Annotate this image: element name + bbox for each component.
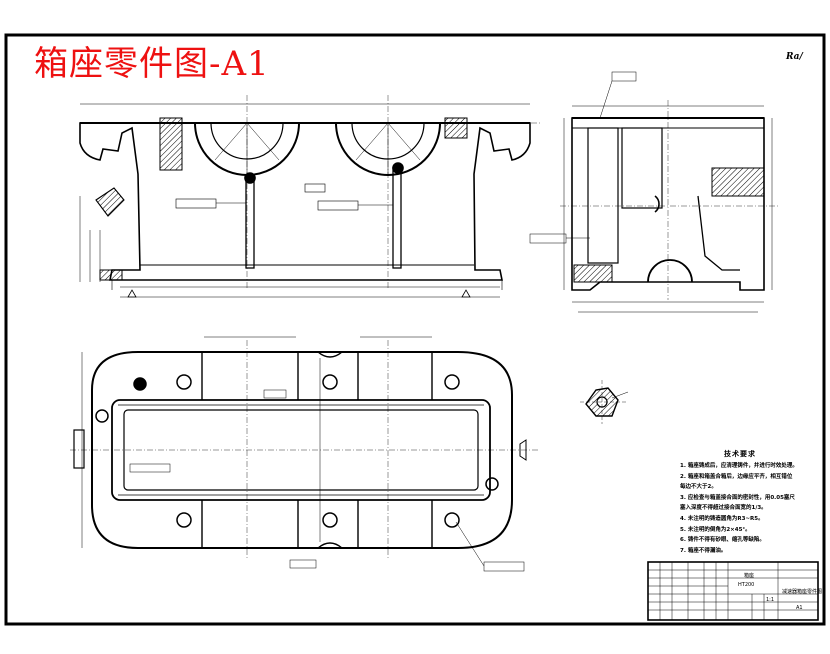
detail-view <box>580 380 629 424</box>
tech-requirement: 5. 未注明的倒角为2×45°。 <box>680 526 751 533</box>
sheet-border <box>4 33 826 626</box>
technical-requirements-heading: 技术要求 <box>724 450 756 458</box>
tech-requirement: 4. 未注明的铸造圆角为R3~R5。 <box>680 515 764 522</box>
title-block-material: HT200 <box>738 582 755 588</box>
surface-roughness-symbol: Ra/ <box>786 52 803 62</box>
tech-requirement: 1. 箱座铸成后，应清理铸件，并进行时效处理。 <box>680 463 798 469</box>
tech-requirement: 2. 箱座和箱盖合箱后，边缘应平齐，相互错位 <box>680 473 793 480</box>
title-block-scale: 1:1 <box>766 597 775 603</box>
title-block <box>647 561 819 621</box>
title-block-sheet: A1 <box>796 605 803 611</box>
drawing-title: 箱座零件图-A1 <box>34 44 270 84</box>
tech-requirement: 每边不大于2。 <box>680 484 717 491</box>
title-block-drawing-name: 减速器箱座零件图 <box>782 589 823 595</box>
tech-requirement: 7. 箱座不得漏油。 <box>680 547 727 554</box>
tech-requirement: 塞入深度不得超过接合面宽的1/3。 <box>680 505 767 512</box>
front-view <box>79 95 540 298</box>
top-view <box>70 336 540 572</box>
tech-requirement: 6. 铸件不得有砂眼、缩孔等缺陷。 <box>680 537 765 544</box>
title-block-part-name: 箱座 <box>744 573 755 579</box>
technical-requirements-list: 1. 箱座铸成后，应清理铸件，并进行时效处理。 2. 箱座和箱盖合箱后，边缘应平… <box>680 461 798 556</box>
tech-requirement: 3. 应检查与箱盖接合面的密封性，用0.05塞尺 <box>680 494 795 501</box>
side-view <box>529 71 780 313</box>
